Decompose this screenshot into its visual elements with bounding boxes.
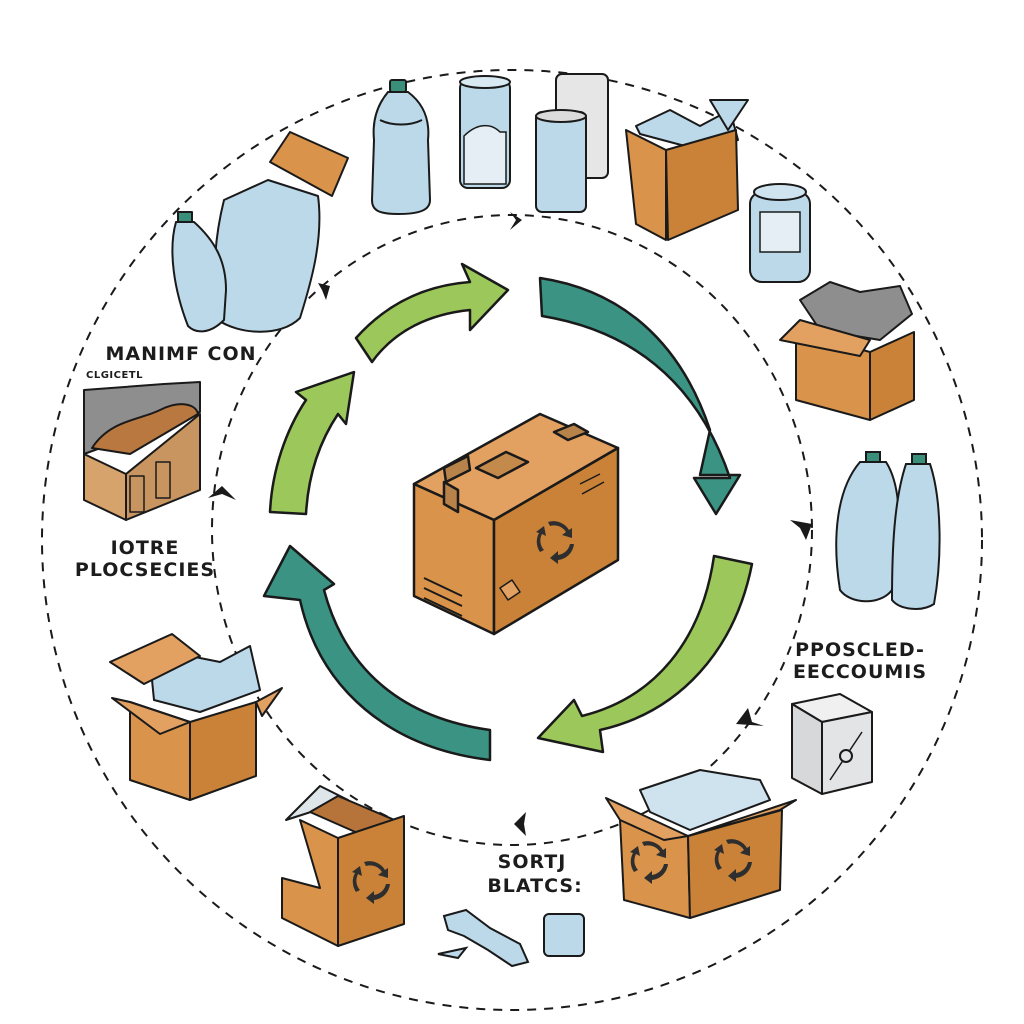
label-sort-line2: BLATCS: (487, 875, 583, 897)
cycle-arrow-top-left (354, 262, 510, 364)
shredded-plastic-box-item (605, 769, 797, 919)
box-of-bottles-item (625, 99, 749, 241)
open-box-of-bottles-item (109, 633, 283, 801)
label-manufacturing: MANIMF CON (105, 343, 257, 365)
label-recycled-line2: EECCOUMIS (792, 661, 928, 683)
label-sort-line1: SORTJ (497, 851, 567, 873)
sort-materials-box-item (281, 785, 405, 947)
metal-compactor-item (791, 693, 873, 795)
label-recycled-line1: PPOSCLED- (795, 639, 925, 661)
outer-dashed-ring (41, 69, 983, 1011)
crushed-bottles-item (835, 451, 941, 610)
label-process-line1: IOTRE (110, 537, 180, 559)
center-recycling-box (412, 412, 620, 636)
direction-marker-icon (790, 520, 812, 540)
crushed-bag-and-bottle-item (171, 131, 349, 333)
cycle-arrow-top-right (538, 276, 742, 516)
cycle-arrow-bottom-right (536, 554, 754, 754)
direction-marker-icon (208, 486, 236, 500)
cycle-arrow-left (268, 370, 356, 516)
glass-jar-item (749, 183, 811, 283)
crushed-bottle-and-can-item (437, 908, 585, 968)
gray-waste-box-item (779, 281, 915, 421)
inner-dashed-ring (211, 214, 813, 846)
cycle-arrow-bottom-left (262, 544, 492, 762)
direction-marker-icon (510, 212, 522, 230)
plastic-bottle-item (370, 79, 432, 216)
plastic-cups-item (535, 73, 609, 213)
direction-marker-icon (318, 283, 330, 300)
label-process-line2: PLOCSECIES (74, 559, 216, 581)
granule-jar-item (459, 75, 511, 189)
direction-marker-icon (736, 708, 764, 726)
direction-marker-icon (514, 812, 526, 836)
compost-bin-item (83, 381, 201, 521)
label-manufacturing-sub: CLGICETL (86, 370, 144, 381)
